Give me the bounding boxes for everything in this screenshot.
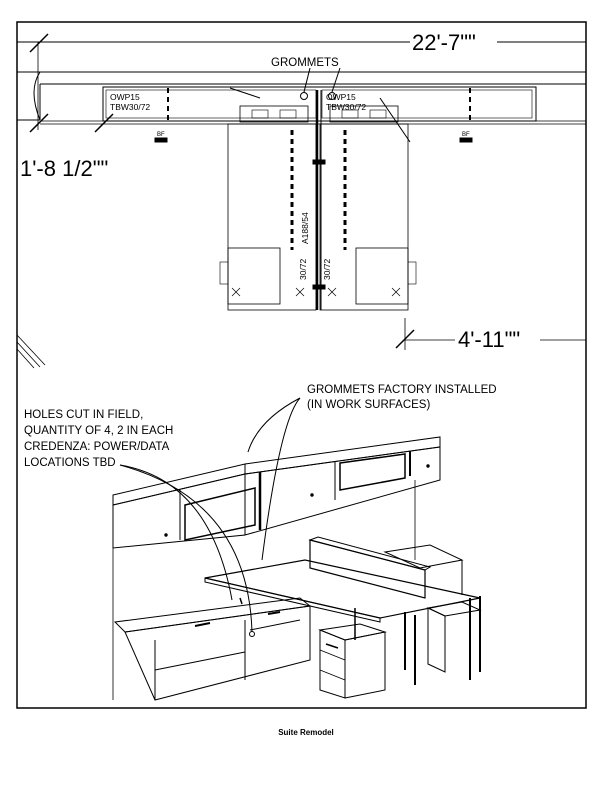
note-holes-line3: CREDENZA: POWER/DATA [24, 441, 170, 453]
sheet-caption: Suite Remodel [278, 728, 334, 737]
plan-view [16, 33, 586, 369]
table-label: A188/54 [300, 212, 310, 244]
bf-label-right: BF [462, 132, 470, 138]
workstation-left-code: OWP15 [110, 92, 140, 102]
pedestal-label-left: 30/72 [298, 258, 308, 280]
isometric-view [112, 397, 482, 701]
dimension-left: 1'-8 1/2"" [20, 156, 108, 181]
workstation-right-type: TBW30/72 [326, 102, 366, 112]
pedestal-label-right: 30/72 [322, 258, 332, 280]
dimension-top: 22'-7"" [412, 30, 476, 55]
grommets-label: GROMMETS [271, 57, 339, 69]
drawing-border [16, 21, 587, 709]
workstation-right-code: OWP15 [326, 92, 356, 102]
note-holes-line1: HOLES CUT IN FIELD, [24, 409, 143, 421]
bf-label-left: BF [157, 132, 165, 138]
workstation-left-type: TBW30/72 [110, 102, 150, 112]
dimension-right: 4'-11"" [458, 327, 520, 352]
note-grommets-line1: GROMMETS FACTORY INSTALLED [307, 384, 497, 396]
note-grommets-line2: (IN WORK SURFACES) [307, 399, 430, 411]
note-holes-line2: QUANTITY OF 4, 2 IN EACH [24, 425, 173, 437]
note-holes-line4: LOCATIONS TBD [24, 457, 116, 469]
